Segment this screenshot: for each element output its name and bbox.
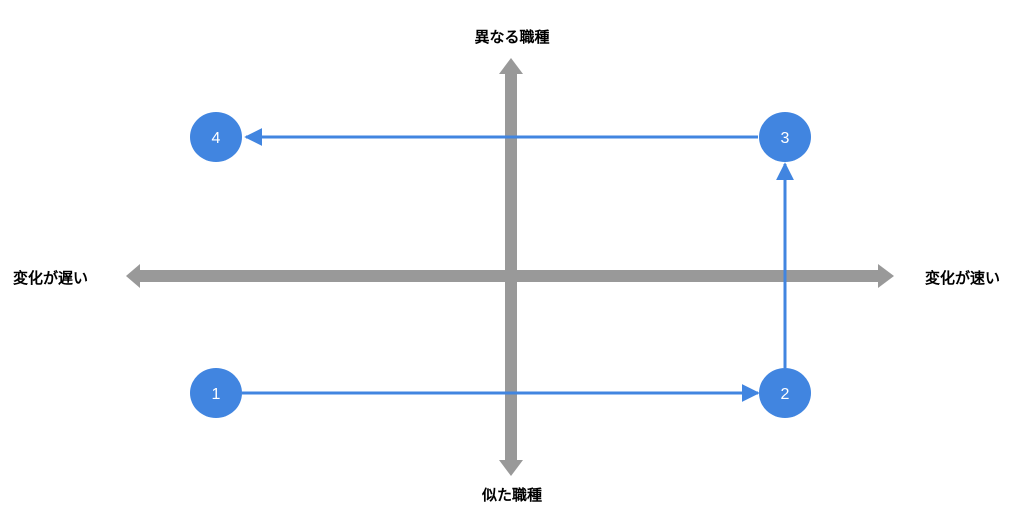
node-2-label: 2 [781,386,790,403]
node-4-label: 4 [212,130,221,147]
axis-label-left: 変化が遅い [13,269,89,287]
vertical-axis-bottom-arrowhead [499,460,523,476]
node-1: 1 [190,368,242,418]
vertical-axis-top-arrowhead [499,58,523,74]
axis-label-bottom: 似た職種 [481,486,542,504]
node-2: 2 [759,368,811,418]
node-1-label: 1 [212,386,221,403]
horizontal-axis-right-arrowhead [878,264,894,288]
axis-label-right: 変化が速い [924,269,1000,287]
vertical-axis [499,58,523,476]
node-3: 3 [759,112,811,162]
node-3-label: 3 [781,130,790,147]
vertical-axis-bar [505,72,517,464]
axis-label-top: 異なる職種 [474,28,550,46]
horizontal-axis-left-arrowhead [126,264,140,288]
node-4: 4 [190,112,242,162]
